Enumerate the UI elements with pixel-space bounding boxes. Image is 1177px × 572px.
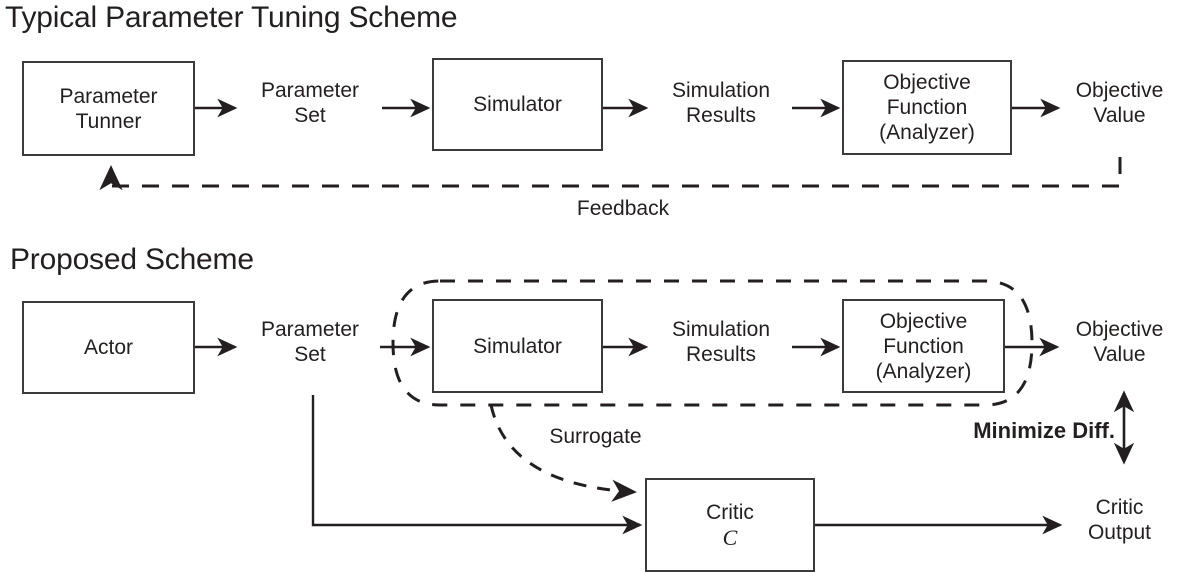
box-critic-symbol: C bbox=[722, 525, 738, 550]
box-actor[interactable]: Actor bbox=[22, 301, 195, 394]
feedback-dashed-path bbox=[99, 157, 1122, 191]
box-objective-function-proposed-label: Objective Function (Analyzer) bbox=[875, 309, 972, 383]
typical-scheme-title: Typical Parameter Tuning Scheme bbox=[5, 1, 458, 34]
box-parameter-tunner[interactable]: Parameter Tunner bbox=[22, 61, 195, 156]
box-objective-function-proposed[interactable]: Objective Function (Analyzer) bbox=[842, 299, 1005, 393]
label-simulation-results-proposed: Simulation Results bbox=[671, 318, 771, 366]
box-critic-label-group: Critic C bbox=[706, 500, 754, 550]
label-minimize-diff: Minimize Diff. bbox=[973, 418, 1115, 443]
label-surrogate: Surrogate bbox=[549, 425, 642, 448]
box-critic-label: Critic bbox=[706, 501, 754, 524]
label-parameter-set-typical: Parameter Set bbox=[260, 79, 360, 127]
box-critic[interactable]: Critic C bbox=[645, 478, 815, 572]
line-parameter-set-to-critic bbox=[311, 395, 643, 535]
box-objective-function-typical-label: Objective Function (Analyzer) bbox=[879, 71, 975, 144]
label-parameter-set-proposed: Parameter Set bbox=[260, 318, 360, 366]
label-feedback: Feedback bbox=[576, 197, 670, 220]
box-simulator-typical-label: Simulator bbox=[473, 93, 562, 116]
box-simulator-proposed[interactable]: Simulator bbox=[432, 299, 603, 393]
proposed-scheme-title: Proposed Scheme bbox=[10, 243, 254, 276]
label-critic-output: Critic Output bbox=[1087, 496, 1152, 544]
label-simulation-results-typical: Simulation Results bbox=[671, 79, 771, 127]
box-actor-label: Actor bbox=[83, 336, 133, 359]
box-simulator-proposed-label: Simulator bbox=[473, 334, 562, 358]
label-objective-value-typical: Objective Value bbox=[1075, 79, 1164, 127]
box-simulator-typical[interactable]: Simulator bbox=[432, 58, 603, 151]
box-parameter-tunner-label: Parameter Tunner bbox=[59, 84, 158, 133]
label-objective-value-proposed: Objective Value bbox=[1075, 318, 1164, 366]
box-objective-function-typical[interactable]: Objective Function (Analyzer) bbox=[842, 60, 1012, 155]
